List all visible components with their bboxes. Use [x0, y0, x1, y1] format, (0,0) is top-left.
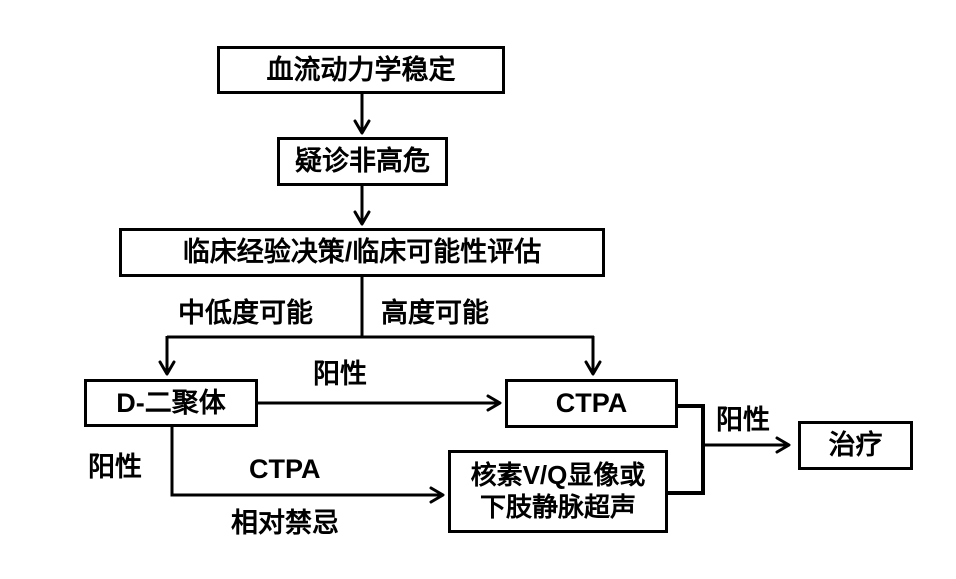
- node-vq-scan-or-ultrasound: 核素V/Q显像或 下肢静脉超声: [448, 450, 668, 533]
- label-high-probability: 高度可能: [381, 298, 489, 328]
- label-ddimer-positive-down: 阳性: [88, 452, 142, 482]
- edge-ddimer-to-vq: [170, 427, 445, 504]
- label-low-moderate-probability: 中低度可能: [178, 298, 313, 328]
- node-d-dimer: D-二聚体: [84, 379, 258, 427]
- node-ctpa: CTPA: [505, 379, 678, 428]
- label-ctpa-contraindication-line1: CTPA: [249, 454, 321, 484]
- label-ctpa-contraindication-line2: 相对禁忌: [231, 508, 339, 538]
- node-treatment: 治疗: [798, 421, 913, 470]
- node-hemodynamic-stable: 血流动力学稳定: [217, 46, 505, 94]
- node-clinical-assessment: 临床经验决策/临床可能性评估: [119, 228, 605, 277]
- edge-merge-bracket: [668, 404, 705, 495]
- node-suspected-non-high-risk: 疑诊非高危: [277, 137, 448, 186]
- label-ddimer-positive: 阳性: [313, 359, 367, 389]
- label-ctpa-positive: 阳性: [716, 405, 770, 435]
